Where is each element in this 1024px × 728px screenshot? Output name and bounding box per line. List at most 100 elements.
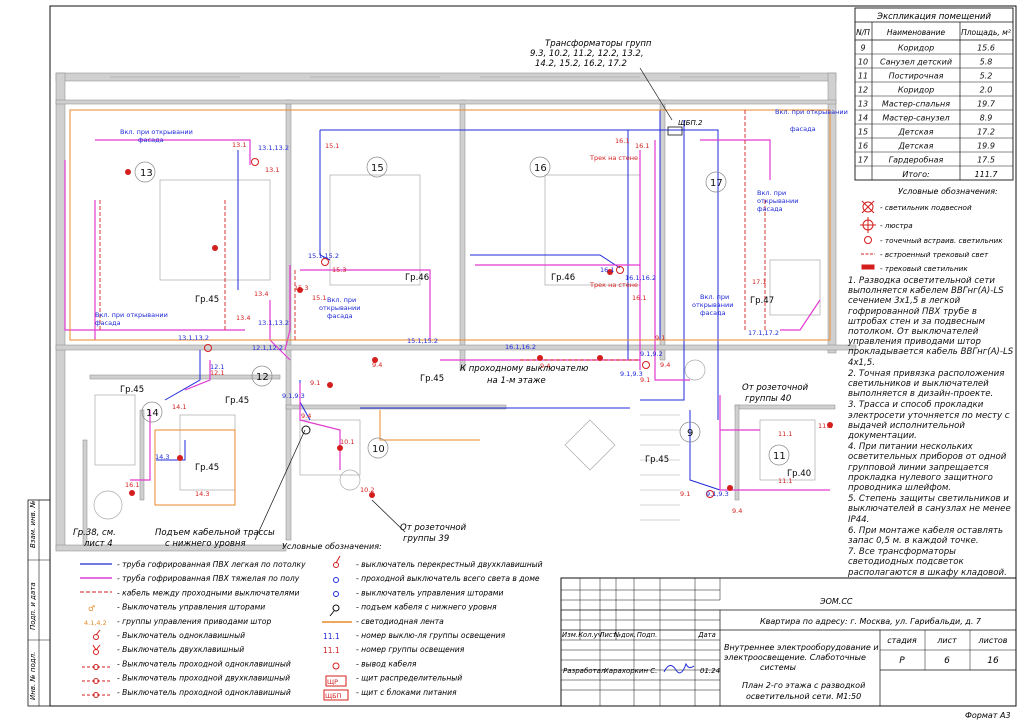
svg-text:14.3: 14.3	[155, 453, 169, 461]
svg-text:17.1,17.2: 17.1,17.2	[748, 329, 779, 337]
explication-table: Экспликация помещений N/П Наименование П…	[854, 7, 1014, 181]
system-title-line3: системы	[760, 663, 796, 672]
explication-cell: Детская	[898, 128, 934, 137]
wiring-orange	[69, 109, 831, 506]
explication-cell: Мастер-спальня	[882, 100, 950, 109]
bottom-legend-item-right: - выключатель перекрестный двухклавишный	[356, 560, 543, 569]
svg-text:15.1: 15.1	[312, 294, 326, 302]
svg-text:11.2: 11.2	[818, 422, 832, 430]
sheets-header: листов	[978, 636, 1008, 645]
bottom-legend-item: - Выключатель проходной одноклавишный	[117, 688, 291, 697]
svg-text:открывании: открывании	[319, 304, 360, 312]
svg-text:Вкл. при открывании: Вкл. при открывании	[775, 108, 848, 116]
svg-text:9.1: 9.1	[310, 379, 320, 387]
bottom-legend-item-right: - номер выклю-ля группы освещения	[356, 631, 506, 640]
svg-text:15.3: 15.3	[332, 266, 346, 274]
svg-text:13.4: 13.4	[236, 314, 250, 322]
room-number-15: 15	[371, 163, 384, 174]
bottom-legend-item-right: - выключатель управления шторами	[356, 588, 503, 597]
side-stamp: Взам. инв. № Подп. и дата Инв. № подл.	[27, 499, 51, 707]
legend-code-curtain-groups: 4.1,4.2	[84, 619, 107, 627]
explication-cell: Санузел детский	[880, 58, 952, 67]
object-address: Квартира по адресу: г. Москва, ул. Гариб…	[760, 617, 982, 626]
bottom-legend-item-right: - проходной выключатель всего света в до…	[356, 574, 540, 583]
bottom-legend-item-right: - щит распределительный	[356, 674, 462, 683]
transformers-label: Трансформаторы групп	[545, 39, 652, 49]
svg-text:15.1,15.2: 15.1,15.2	[407, 337, 438, 345]
transformers-groups-line1: 9.3, 10.2, 11.2, 12.2, 13.2,	[530, 49, 644, 59]
bottom-legend-item-right: - вывод кабеля	[356, 659, 417, 668]
bottom-legend-item: - Выключатель управления шторами	[117, 603, 265, 612]
room-number-11: 11	[773, 451, 786, 462]
svg-text:16.1: 16.1	[125, 481, 139, 489]
svg-text:16.1: 16.1	[632, 294, 646, 302]
explication-header-name: Наименование	[887, 28, 946, 37]
title-block-col-header: №док.	[613, 631, 636, 639]
explication-cell: 2.0	[980, 86, 993, 95]
note-item: 4. При питании нескольких осветительных …	[848, 442, 1007, 494]
title-block-col-header: Изм.	[562, 631, 578, 639]
explication-cell: Коридор	[898, 86, 934, 95]
svg-text:9.1,9.3: 9.1,9.3	[282, 392, 305, 400]
svg-text:15.1: 15.1	[325, 142, 339, 150]
developer-date: 01.24	[700, 667, 720, 675]
group-46-room16: Гр.46	[551, 273, 575, 283]
svg-text:фасада: фасада	[757, 205, 783, 213]
track-note-1: Трек на стене	[589, 154, 638, 162]
explication-cell: 17	[858, 156, 869, 165]
legend-shield-sr: ЩР	[327, 678, 338, 686]
explication-cell: 19.7	[977, 100, 996, 109]
group-45-wc: Гр.45	[195, 463, 219, 473]
note-item: 2. Точная привязка расположения светильн…	[848, 368, 1005, 400]
explication-cell: Детская	[898, 142, 934, 151]
staircase	[640, 414, 680, 521]
right-legend-item-0: - светильник подвесной	[880, 203, 972, 212]
svg-text:13.4: 13.4	[254, 290, 268, 298]
svg-text:фасада: фасада	[138, 136, 164, 144]
explication-cell: 9	[860, 44, 865, 53]
explication-cell: 16	[858, 142, 868, 151]
cable-rise-line1: Подъем кабельной трассы	[155, 528, 275, 538]
room-number-14: 14	[146, 408, 159, 419]
stamp-replacement-label: Взам. инв. №	[29, 500, 37, 548]
bottom-legend-item: - Выключатель одноклавишный	[117, 631, 245, 640]
group-46-room15: Гр.46	[405, 273, 429, 283]
gr38-line2: лист 4	[83, 539, 113, 549]
from-socket-40-line1: От розеточной	[742, 383, 809, 393]
note-item: 6. При монтаже кабеля оставлять запас 0,…	[848, 525, 1004, 547]
svg-text:9.4: 9.4	[660, 361, 670, 369]
svg-text:9.1,9.3: 9.1,9.3	[706, 490, 729, 498]
right-legend-title: Условные обозначения:	[898, 187, 998, 196]
sheets-value: 16	[987, 656, 999, 666]
room-number-10: 10	[372, 444, 385, 455]
room-number-16: 16	[534, 163, 547, 174]
explication-cell: 8.9	[980, 114, 993, 123]
svg-text:11.1: 11.1	[778, 430, 792, 438]
svg-text:9.4: 9.4	[540, 362, 550, 370]
svg-text:9.4: 9.4	[372, 361, 382, 369]
general-notes: 1. Разводка осветительной сети выполняет…	[848, 276, 1014, 579]
explication-cell: 17.5	[977, 156, 995, 165]
svg-text:Вкл. при открывании: Вкл. при открывании	[120, 128, 193, 136]
note-item: 1. Разводка осветительной сети выполняет…	[848, 276, 1014, 368]
bottom-legend-item-right: - светодиодная лента	[356, 617, 444, 626]
group-45-corridor: Гр.45	[420, 374, 444, 384]
explication-header-area: Площадь, м²	[961, 28, 1011, 37]
svg-text:15.1,15.2: 15.1,15.2	[308, 252, 339, 260]
svg-text:13.1: 13.1	[265, 166, 279, 174]
bottom-legend-item: - труба гофрированная ПВХ легкая по пото…	[117, 560, 306, 569]
svg-text:16.1,16.2: 16.1,16.2	[505, 343, 536, 351]
group-47: Гр.47	[750, 296, 774, 306]
explication-cell: 13	[858, 100, 868, 109]
svg-text:9.1,9.3: 9.1,9.3	[620, 370, 643, 378]
bottom-legend-title: Условные обозначения:	[282, 542, 382, 551]
walls	[55, 72, 857, 552]
svg-text:открывании: открывании	[757, 197, 798, 205]
svg-text:фасада: фасада	[700, 309, 726, 317]
svg-text:фасада: фасада	[327, 312, 353, 320]
group-45-hall: Гр.45	[225, 396, 249, 406]
shchbp-label: ЩБП.2	[678, 119, 703, 127]
